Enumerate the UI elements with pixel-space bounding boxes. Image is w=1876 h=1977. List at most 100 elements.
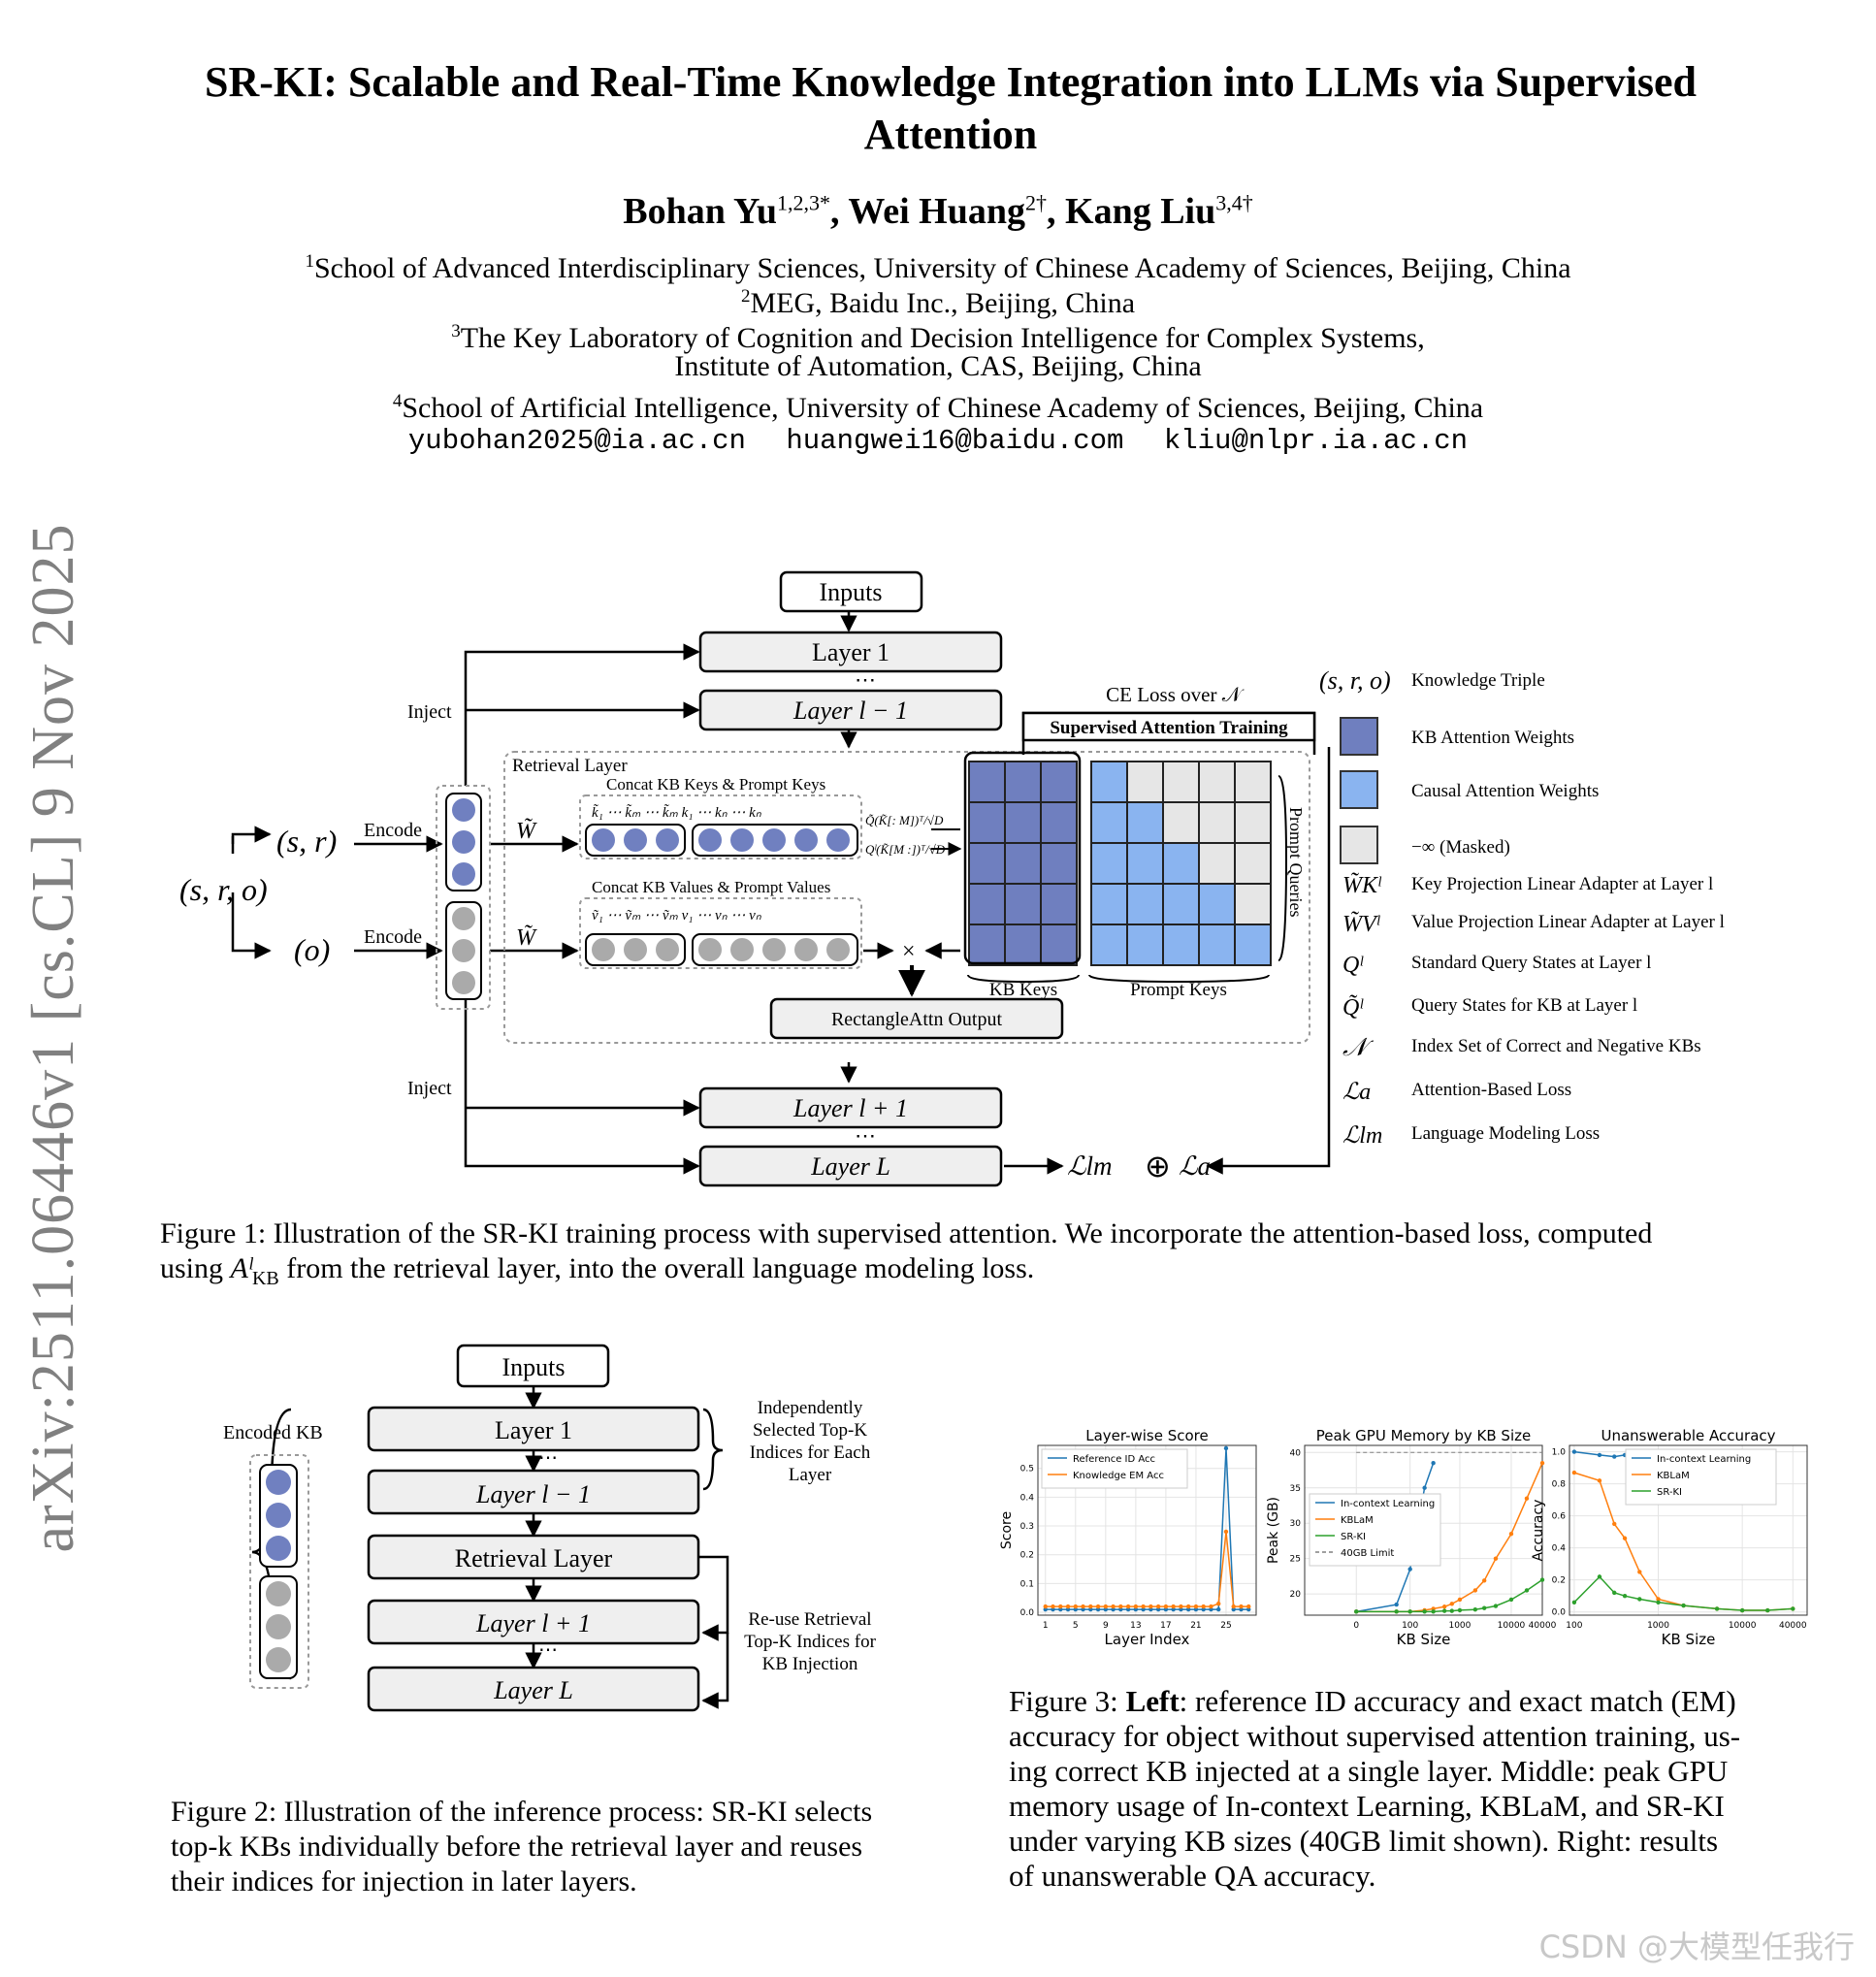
data-point (1524, 1496, 1530, 1501)
kb-attn-cell (1040, 842, 1078, 885)
legend-label: In-context Learning (1657, 1454, 1751, 1465)
data-point (1765, 1607, 1770, 1613)
fig1-wk: W̃ (516, 818, 537, 844)
causal-attn-cell (1198, 924, 1236, 966)
svg-text:W̃Vˡ: W̃Vˡ (1342, 911, 1381, 937)
figure2-caption: Figure 2: Illustration of the inference … (171, 1796, 873, 1897)
svg-text:−∞ (Masked): −∞ (Masked) (1411, 837, 1510, 858)
svg-text:KB Injection: KB Injection (762, 1654, 858, 1674)
x-tick-label: 100 (1402, 1621, 1418, 1631)
fig1-rect-output: RectangleAttn Output (831, 1009, 1003, 1030)
data-point (1508, 1531, 1514, 1537)
causal-attn-cell (1090, 924, 1128, 966)
email-link[interactable]: huangwei16@baidu.com (786, 425, 1124, 457)
y-axis-label: Peak (GB) (1266, 1497, 1281, 1564)
causal-attn-cell (1090, 761, 1128, 803)
svg-text:Independently: Independently (758, 1398, 863, 1418)
legend-label: KBLaM (1341, 1515, 1374, 1526)
affiliation: 2MEG, Baidu Inc., Beijing, China (740, 286, 1136, 319)
masked-cell (1234, 883, 1272, 925)
x-tick-label: 1000 (1448, 1621, 1471, 1631)
kb-attn-cell (1040, 883, 1078, 925)
y-tick-label: 0.6 (1552, 1512, 1567, 1522)
fig1-dots: ⋯ (855, 667, 876, 692)
attention-matrix (968, 761, 1272, 966)
svg-text:⋯: ⋯ (538, 1447, 558, 1469)
svg-text:Knowledge Triple: Knowledge Triple (1411, 670, 1545, 691)
data-point (1612, 1454, 1617, 1459)
plot-frame (1037, 1444, 1257, 1616)
data-point (1441, 1608, 1447, 1613)
y-axis-label: Score (999, 1511, 1015, 1549)
data-point (1239, 1604, 1244, 1609)
svg-text:Index Set of Correct and Negat: Index Set of Correct and Negative KBs (1411, 1036, 1701, 1056)
kb-attn-cell (1040, 924, 1078, 966)
data-point (1095, 1604, 1101, 1609)
paper-title: SR-KI: Scalable and Real-Time Knowledge … (97, 56, 1804, 161)
svg-text:ℒlm: ℒlm (1342, 1123, 1382, 1149)
fig1-loss-a: ℒa (1179, 1151, 1211, 1181)
plot-frame (1569, 1444, 1808, 1616)
fig2-inputs: Inputs (502, 1353, 566, 1381)
author-name: Wei Huang (848, 191, 1026, 232)
author-sup: 2† (1025, 190, 1048, 215)
data-point (1422, 1485, 1427, 1490)
email-link[interactable]: kliu@nlpr.ia.ac.cn (1163, 425, 1469, 457)
kb-attn-cell (1040, 801, 1078, 844)
email-list: yubohan2025@ia.ac.cn huangwei16@baidu.co… (0, 425, 1876, 457)
y-tick-label: 0.5 (1020, 1465, 1034, 1475)
figure1-caption: Figure 1: Illustration of the SR-KI trai… (160, 1217, 1653, 1289)
kb-attn-cell (968, 924, 1006, 966)
email-link[interactable]: yubohan2025@ia.ac.cn (407, 425, 746, 457)
fig1-legend: (s, r, o) Knowledge Triple KB Attention … (1319, 666, 1725, 1149)
fig1-times: × (902, 939, 916, 964)
masked-cell (1234, 842, 1272, 885)
fig1-encode: Encode (364, 926, 422, 948)
affiliation: 4School of Artificial Intelligence, Univ… (392, 391, 1484, 424)
causal-attn-cell (1126, 883, 1164, 925)
masked-cell (1234, 761, 1272, 803)
fig1-concat-values: Concat KB Values & Prompt Values (592, 878, 830, 896)
kb-attn-cell (1004, 883, 1042, 925)
svg-text:Q̃ˡ: Q̃ˡ (1342, 994, 1364, 1021)
x-tick-label: 10000 (1498, 1621, 1526, 1631)
data-point (1073, 1604, 1078, 1609)
data-point (1493, 1556, 1499, 1561)
data-point (1051, 1604, 1055, 1609)
figure1-diagram: Inputs Layer 1 ⋯ Layer l − 1 Layer l + 1… (179, 570, 1725, 1187)
x-tick-label: 40000 (1529, 1621, 1557, 1631)
data-point (1739, 1607, 1745, 1613)
data-point (1431, 1461, 1436, 1466)
data-point (1081, 1604, 1085, 1609)
x-axis-label: KB Size (1662, 1631, 1716, 1648)
data-point (1493, 1604, 1499, 1608)
fig2-layer1: Layer 1 (495, 1416, 572, 1444)
data-point (1431, 1609, 1436, 1614)
x-tick-label: 10000 (1729, 1621, 1757, 1631)
y-tick-label: 1.0 (1552, 1448, 1567, 1458)
x-tick-label: 100 (1566, 1621, 1582, 1631)
data-point (1791, 1606, 1795, 1611)
watermark: CSDN @大模型任我行 (1538, 1928, 1855, 1965)
y-tick-label: 0.2 (1020, 1551, 1034, 1561)
y-tick-label: 0.3 (1020, 1522, 1034, 1532)
fig1-value-terms: ṽ₁ ⋯ ṽₘ ⋯ ṽₘ v₁ ⋯ vₙ ⋯ vₙ (592, 908, 762, 924)
data-point (1185, 1604, 1191, 1609)
x-tick-label: 0 (1353, 1621, 1359, 1631)
y-tick-label: 0.4 (1552, 1544, 1567, 1554)
affiliation: 1School of Advanced Interdisciplinary Sc… (305, 251, 1571, 284)
plot-frame (1304, 1444, 1543, 1616)
y-tick-label: 0.8 (1552, 1480, 1567, 1490)
fig2-encoded-kb: Encoded KB (223, 1422, 323, 1443)
x-tick-label: 9 (1103, 1621, 1109, 1631)
data-point (1457, 1597, 1463, 1603)
masked-cell (1126, 761, 1164, 803)
data-point (1681, 1603, 1686, 1608)
masked-cell (1198, 801, 1236, 844)
data-point (1407, 1567, 1412, 1572)
fig1-wv: W̃ (516, 924, 537, 951)
series-line (1356, 1578, 1543, 1613)
causal-attn-cell (1162, 883, 1200, 925)
y-tick-label: 0.0 (1020, 1608, 1035, 1618)
fig1-prompt-keys: Prompt Keys (1130, 980, 1227, 1000)
